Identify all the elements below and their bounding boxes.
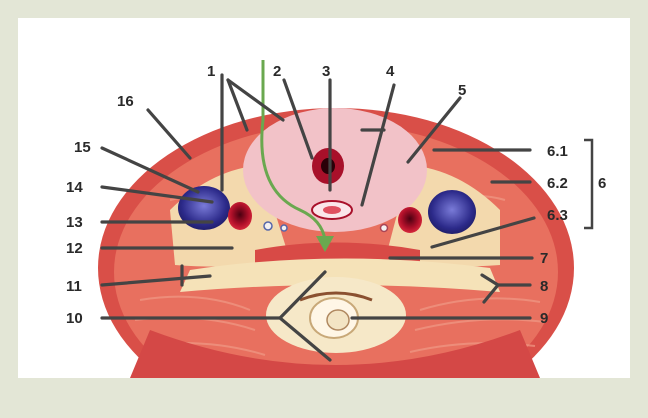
label-13: 13 [66,214,83,231]
nerve-right [381,225,388,232]
bracket-6 [584,140,592,228]
label-3: 3 [322,63,330,80]
label-4: 4 [386,63,395,80]
jugular-vein-right [428,190,476,234]
esophagus-lumen [323,206,341,214]
nerve-left-2 [281,225,287,231]
label-6: 6 [598,175,606,192]
nerve-left [264,222,272,230]
label-7: 7 [540,250,548,267]
label-14: 14 [66,179,83,196]
label-11: 11 [66,278,82,295]
label-9: 9 [540,310,548,327]
label-15: 15 [74,139,91,156]
label-12: 12 [66,240,83,257]
label-8: 8 [540,278,548,295]
trachea-lumen [321,158,335,174]
label-6-2: 6.2 [547,175,568,192]
label-16: 16 [117,93,134,110]
spinal-cord [327,310,349,330]
label-10: 10 [66,310,83,327]
label-6-1: 6.1 [547,143,568,160]
carotid-artery-left [228,202,252,230]
label-2: 2 [273,63,281,80]
label-6-3: 6.3 [547,207,568,224]
label-1: 1 [207,63,215,80]
carotid-artery-right [398,207,422,233]
label-5: 5 [458,82,466,99]
